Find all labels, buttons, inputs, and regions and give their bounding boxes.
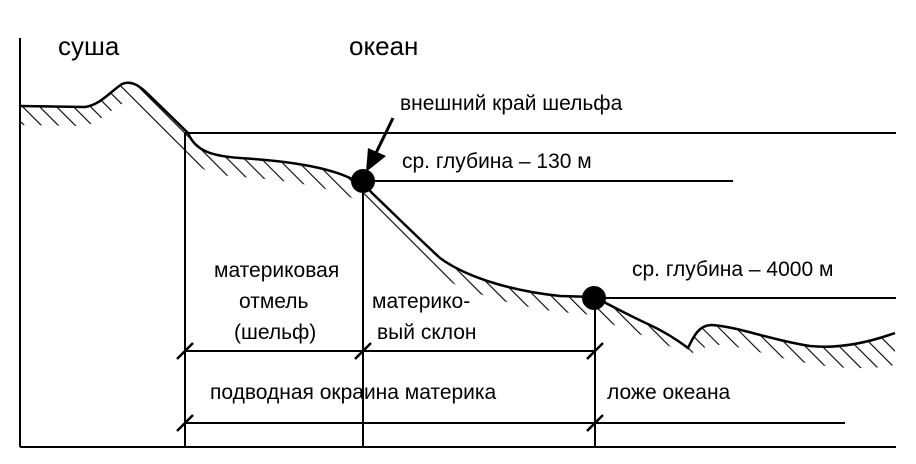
- slope-label-line2: вый склон: [377, 321, 477, 344]
- tick-mark: [586, 414, 604, 432]
- shelf-label-line1: материковая: [214, 259, 339, 282]
- land-label: суша: [58, 31, 120, 61]
- ocean-depth-label: ср. глубина – 4000 м: [632, 258, 833, 281]
- shelf-label-line2: отмель: [239, 290, 309, 313]
- shelf-edge-arrow-head: [366, 148, 386, 172]
- continental-margin-label: подводная окраина материка: [210, 381, 497, 404]
- shelf-label-line3: (шельф): [234, 321, 316, 344]
- slope-base-marker: [582, 286, 606, 310]
- tick-mark: [176, 342, 194, 360]
- tick-mark: [176, 414, 194, 432]
- shelf-depth-label: ср. глубина – 130 м: [402, 150, 592, 173]
- tick-mark: [586, 342, 604, 360]
- shelf-edge-marker: [351, 169, 375, 193]
- ocean-label: океан: [349, 31, 418, 61]
- shelf-edge-label: внешний край шельфа: [400, 92, 623, 115]
- ocean-floor-label: ложе океана: [607, 381, 731, 404]
- tick-mark: [354, 342, 372, 360]
- slope-label-line1: материко-: [372, 290, 470, 313]
- shelf-edge-arrow-shaft: [373, 117, 395, 156]
